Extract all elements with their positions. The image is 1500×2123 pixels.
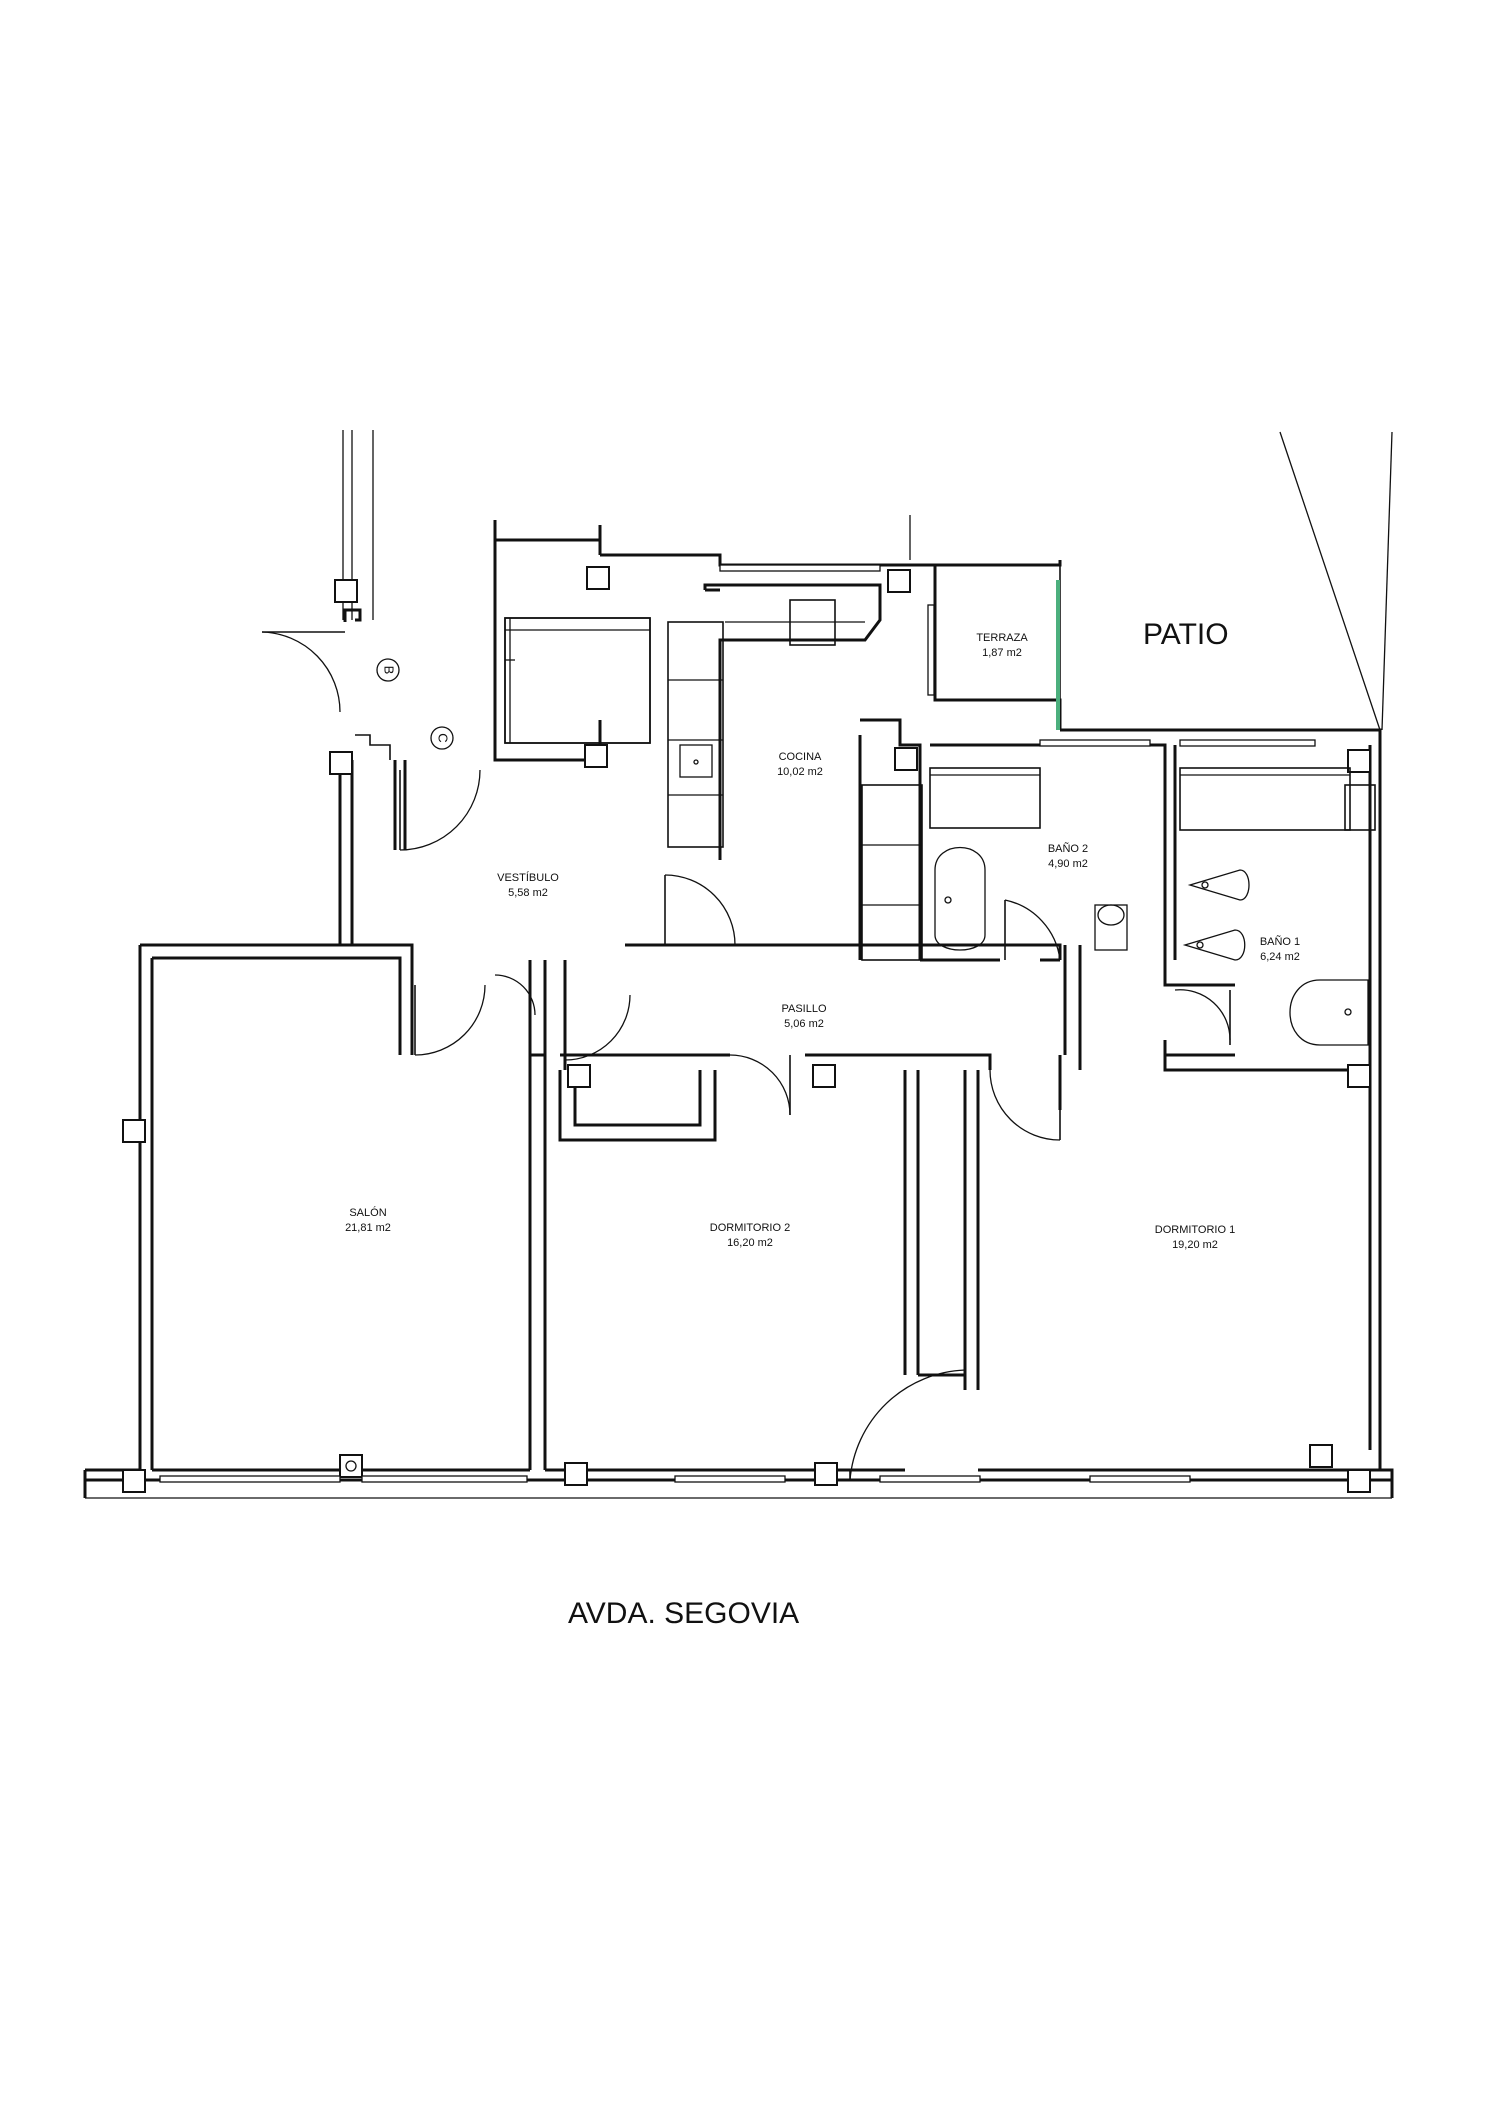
doors <box>261 631 1231 1481</box>
room-name-dormitorio1: DORMITORIO 1 <box>1155 1224 1235 1236</box>
room-area-bano1: 6,24 m2 <box>1260 951 1300 963</box>
room-labels: TERRAZA 1,87 m2 COCINA 10,02 m2 VESTÍBUL… <box>345 632 1300 1251</box>
room-name-salon: SALÓN <box>349 1206 386 1219</box>
site-lines <box>85 430 1393 1499</box>
patio-label: PATIO <box>1143 618 1229 651</box>
room-area-bano2: 4,90 m2 <box>1048 858 1088 870</box>
room-name-terraza: TERRAZA <box>976 632 1028 644</box>
room-area-pasillo: 5,06 m2 <box>784 1018 824 1030</box>
entrance-hall <box>376 617 651 750</box>
room-area-vestibulo: 5,58 m2 <box>508 887 548 899</box>
walls <box>83 520 1394 1498</box>
room-name-bano1: BAÑO 1 <box>1260 935 1300 948</box>
room-name-dormitorio2: DORMITORIO 2 <box>710 1222 790 1234</box>
room-area-dormitorio1: 19,20 m2 <box>1172 1239 1218 1251</box>
bathroom-fixtures <box>929 767 1376 1046</box>
street-label: AVDA. SEGOVIA <box>568 1597 799 1630</box>
marker-b <box>376 658 400 682</box>
marker-c-label: C <box>436 733 451 742</box>
room-name-vestibulo: VESTÍBULO <box>497 871 559 884</box>
room-area-terraza: 1,87 m2 <box>982 647 1022 659</box>
room-name-cocina: COCINA <box>779 751 822 763</box>
room-area-cocina: 10,02 m2 <box>777 766 823 778</box>
marker-b-label: B <box>382 666 397 675</box>
room-name-pasillo: PASILLO <box>781 1003 826 1015</box>
kitchen-fixtures <box>504 599 923 961</box>
windows <box>159 564 1316 1483</box>
room-area-salon: 21,81 m2 <box>345 1222 391 1234</box>
columns <box>122 566 1371 1493</box>
marker-c <box>430 726 454 750</box>
room-name-bano2: BAÑO 2 <box>1048 842 1088 855</box>
room-area-dormitorio2: 16,20 m2 <box>727 1237 773 1249</box>
